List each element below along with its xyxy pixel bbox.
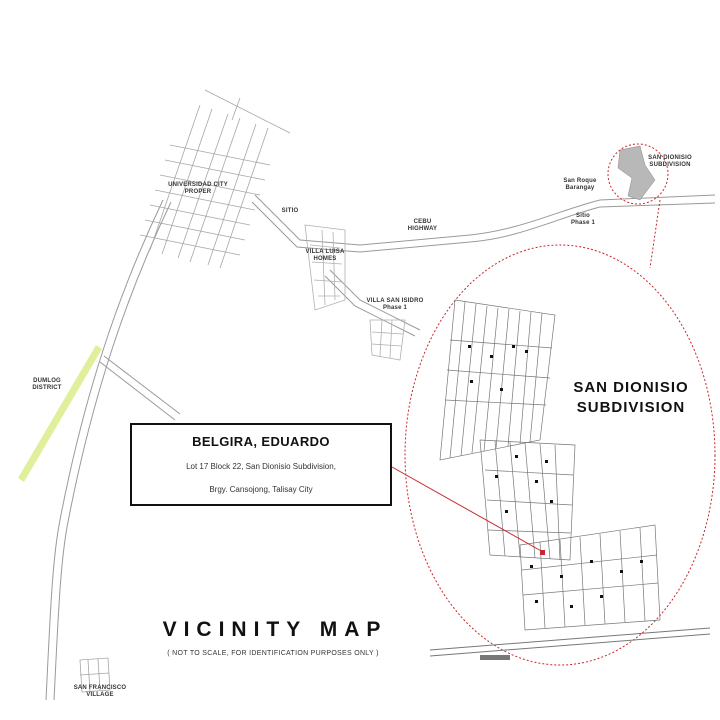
west-locality-label: DUMLOG DISTRICT: [32, 378, 62, 391]
west-branch-road: [99, 355, 181, 421]
north-village-label: UNIVERSIDAD CITY PROPER: [168, 182, 228, 195]
mid-village-blocks: [304, 224, 406, 361]
southern-road: [429, 627, 711, 657]
western-highway: [45, 199, 172, 701]
green-strip: [18, 345, 102, 482]
subdivision-boundary: [404, 244, 716, 666]
mid-village-label: VILLA LUISA HOMES: [305, 249, 345, 262]
owner-callout-box: BELGIRA, EDUARDO Lot 17 Block 22, San Di…: [130, 423, 392, 506]
ne-road-a-label: San Roque Barangay: [563, 178, 597, 191]
phase-label: VILLA SAN ISIDRO Phase 1: [366, 298, 424, 311]
central-road: [251, 194, 716, 337]
subdivision-lots: [439, 299, 661, 631]
south-village-blocks: [79, 657, 111, 693]
ne-locality-shape: [617, 145, 656, 201]
ne-locality-label: SAN DIONISIO SUBDIVISION: [648, 155, 692, 168]
southern-road-marker: [480, 655, 510, 660]
owner-name: BELGIRA, EDUARDO: [192, 434, 330, 449]
mid-road-label: SITIO: [281, 208, 299, 214]
subdivision-title: SAN DIONISIO SUBDIVISION: [573, 379, 689, 416]
callout-leader-line: [391, 466, 544, 553]
ne-road-b-label: Sitio Phase 1: [570, 213, 596, 226]
owner-address-line1: Lot 17 Block 22, San Dionisio Subdivisio…: [186, 462, 336, 471]
lot-markers: [468, 345, 643, 608]
vicinity-map-subtitle: ( NOT TO SCALE, FOR IDENTIFICATION PURPO…: [167, 650, 379, 657]
south-village-label: SAN FRANCISCO VILLAGE: [73, 685, 127, 698]
east-road-label: CEBU HIGHWAY: [407, 219, 438, 232]
ne-connector: [649, 199, 661, 269]
owner-address-line2: Brgy. Cansojong, Talisay City: [209, 485, 313, 494]
north-village-grid: [139, 89, 291, 269]
vicinity-map-title: VICINITY MAP: [162, 618, 388, 641]
ne-locality-circle: [607, 143, 669, 205]
